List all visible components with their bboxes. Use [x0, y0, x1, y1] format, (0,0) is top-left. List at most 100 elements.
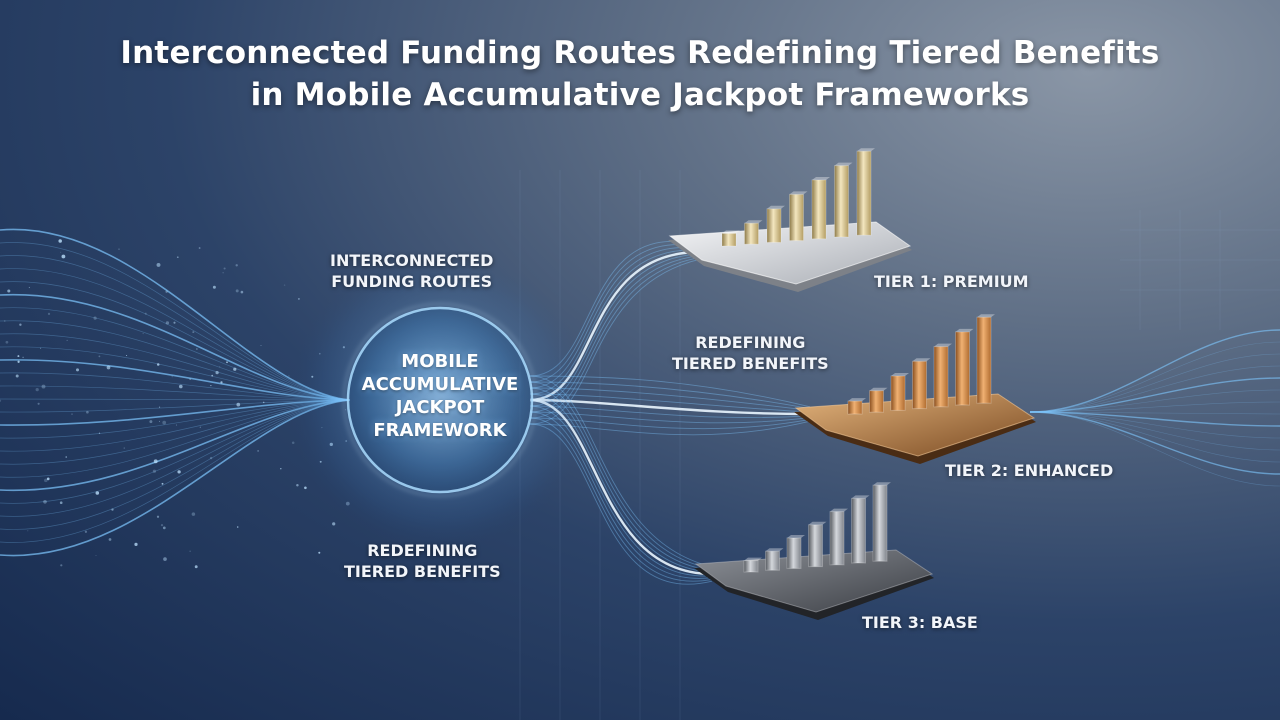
particle	[194, 565, 198, 569]
redefining-lower-line-1: REDEFINING	[367, 541, 478, 560]
particle	[318, 551, 321, 554]
page-title: Interconnected Funding Routes Redefining…	[0, 32, 1280, 116]
tier-1-platform	[668, 148, 912, 292]
particle	[156, 363, 160, 366]
tier-3-bar-cap	[851, 495, 870, 499]
particle	[0, 399, 2, 402]
funding-routes-label-line-2: FUNDING ROUTES	[331, 272, 493, 291]
particle	[46, 477, 50, 481]
tier-2-platform	[794, 314, 1036, 464]
particle	[71, 413, 73, 415]
particle	[223, 267, 226, 270]
tier-1-bar	[856, 150, 872, 236]
particle	[191, 512, 196, 516]
tier-3-bar	[786, 537, 802, 569]
particle	[19, 323, 22, 326]
particle	[283, 284, 286, 286]
tier-2-bar-cap	[934, 343, 952, 347]
particle	[215, 370, 219, 375]
particle	[142, 333, 144, 335]
particle	[171, 376, 173, 378]
particle	[44, 478, 48, 483]
particle	[17, 360, 20, 363]
particle	[257, 450, 259, 452]
particle	[123, 447, 125, 449]
particle	[76, 368, 79, 372]
particle	[106, 365, 111, 370]
particle	[156, 262, 161, 267]
particle	[198, 247, 201, 249]
tier-1-bar	[721, 232, 737, 247]
particle	[152, 469, 157, 473]
stream-line	[1029, 341, 1280, 413]
tier-1-bar	[744, 222, 759, 245]
particle	[5, 340, 9, 344]
funding-routes-label: INTERCONNECTED FUNDING ROUTES	[330, 250, 493, 292]
particle	[40, 347, 42, 349]
particle	[189, 550, 191, 552]
tier-1-bar-cap	[767, 205, 785, 209]
particle	[162, 420, 167, 425]
particle	[291, 441, 295, 444]
stream-line	[1029, 411, 1280, 451]
tier-2-bar-cap	[869, 387, 888, 391]
tier-1-bar-cap	[812, 177, 830, 180]
particle	[98, 355, 101, 358]
tier-2-bar-cap	[955, 328, 974, 332]
stream-line	[1029, 411, 1280, 475]
tier-1-bar-cap	[722, 230, 740, 234]
particle	[175, 424, 178, 426]
tier-1-bar-cap	[744, 220, 763, 224]
particle	[17, 355, 20, 358]
particle	[43, 499, 47, 504]
particle	[58, 239, 62, 243]
particle	[178, 384, 183, 389]
particle	[219, 366, 221, 368]
tier-1-bars	[721, 148, 875, 247]
particle	[226, 361, 228, 364]
particle	[165, 290, 168, 293]
particle	[111, 508, 114, 511]
tier-2-bar-cap	[912, 358, 931, 362]
particle	[108, 538, 112, 541]
particle	[209, 456, 213, 460]
tier-3-bar-cap	[808, 521, 827, 525]
particle	[296, 483, 299, 487]
tier-2-bar-cap	[977, 314, 995, 318]
particle	[332, 522, 336, 526]
tier-2-label: TIER 2: ENHANCED	[945, 461, 1114, 480]
particle	[173, 321, 176, 324]
particle	[27, 530, 29, 532]
particle	[126, 354, 128, 357]
particle	[177, 470, 181, 474]
redefining-upper-line-2: TIERED BENEFITS	[672, 354, 829, 373]
particle	[144, 312, 147, 315]
particle	[210, 385, 212, 387]
outgoing-streams	[1029, 329, 1280, 487]
tier-1-bar	[834, 165, 849, 238]
particle	[176, 256, 179, 259]
stream-line	[1029, 401, 1280, 413]
particle	[84, 530, 88, 533]
particle	[165, 321, 170, 325]
particle	[159, 406, 161, 408]
tier-2-bar	[890, 375, 906, 411]
particle	[28, 286, 31, 289]
particle	[162, 526, 166, 530]
tier-3-bar	[851, 497, 866, 564]
tier-2-bar	[912, 360, 927, 410]
particle	[235, 264, 238, 267]
tier-3-bar	[872, 484, 888, 562]
particle	[222, 272, 224, 274]
tier-1-bar	[789, 193, 804, 242]
particle	[260, 345, 262, 347]
particle	[4, 320, 6, 322]
redefining-benefits-label-upper: REDEFINING TIERED BENEFITS	[672, 332, 829, 374]
particle	[59, 501, 63, 505]
redefining-benefits-label-lower: REDEFINING TIERED BENEFITS	[344, 540, 501, 582]
particle	[233, 367, 237, 371]
tier-2-bar-cap	[891, 373, 909, 376]
tier-3-bar	[765, 550, 780, 571]
particle	[35, 387, 39, 392]
particle	[235, 289, 239, 293]
